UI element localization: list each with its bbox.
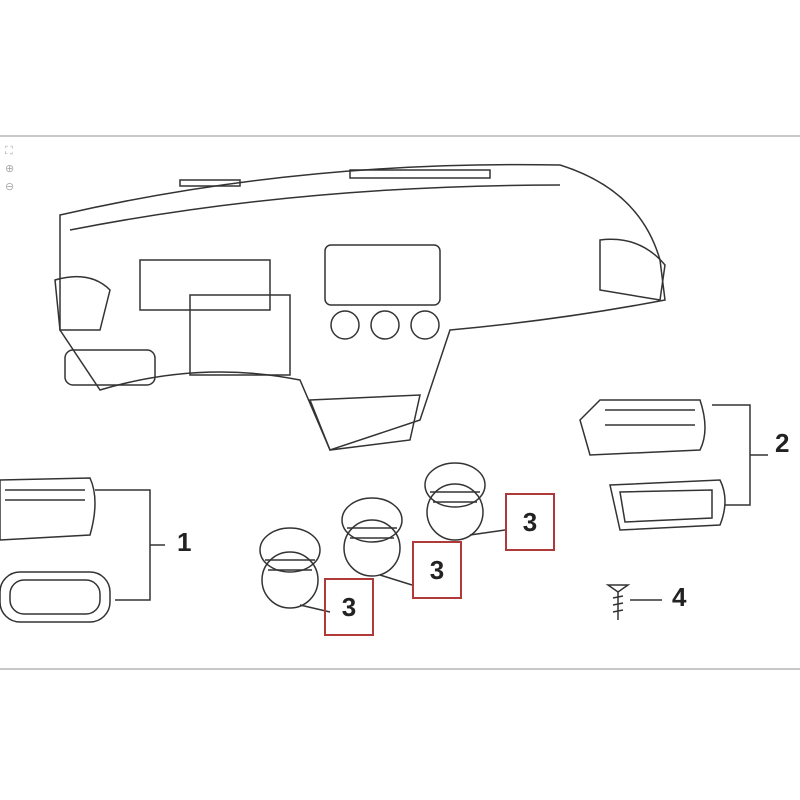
fit-page-icon[interactable]: ⛶: [5, 145, 13, 157]
callout-2: 2: [775, 428, 790, 458]
callout-4: 4: [672, 582, 687, 612]
side-vent-left: [0, 477, 165, 623]
screw: [605, 584, 662, 620]
callout-3-highlighted: 3: [324, 578, 374, 636]
round-vents: [259, 462, 506, 613]
zoom-in-icon[interactable]: ⊕: [5, 163, 15, 175]
callout-3-highlighted: 3: [505, 493, 555, 551]
callout-3-highlighted: 3: [412, 541, 462, 599]
callout-1: 1: [177, 527, 192, 557]
zoom-out-icon[interactable]: ⊖: [5, 181, 15, 193]
diagram-frame: [0, 135, 800, 670]
side-vent-right: [579, 399, 768, 531]
dashboard-assembly: [54, 163, 666, 451]
